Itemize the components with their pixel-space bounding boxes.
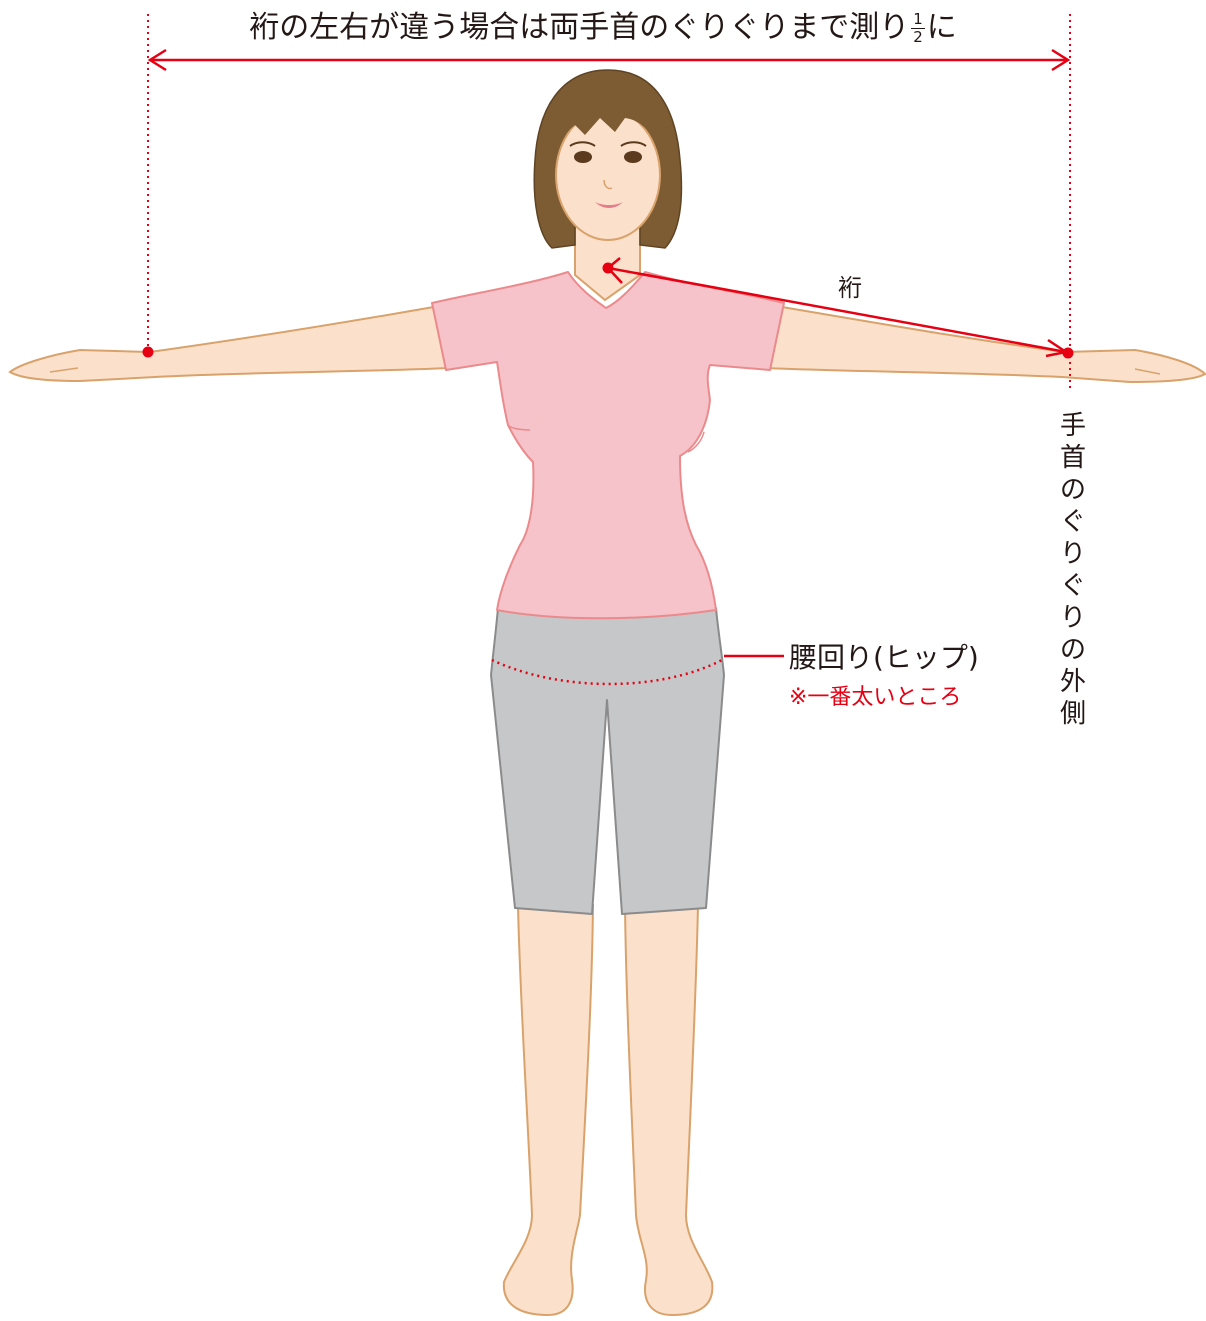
wrist-label-char: 首 — [1059, 443, 1086, 473]
title-text: 裄の左右が違う場合は両手首のぐりぐりまで測り — [249, 10, 910, 45]
head — [533, 69, 683, 249]
shorts — [490, 607, 725, 915]
hip-measure-line — [491, 658, 723, 686]
left-wrist-point — [142, 346, 154, 358]
hip-label: 腰回り(ヒップ) — [789, 641, 979, 674]
left-arm — [8, 303, 452, 383]
fraction-denominator: 2 — [913, 28, 923, 46]
right-wrist-point — [1062, 347, 1074, 359]
hip-note: ※一番太いところ — [789, 685, 962, 710]
wrist-label-char: ぐ — [1059, 571, 1086, 601]
wrist-label-char: の — [1059, 635, 1086, 665]
shirt — [431, 271, 785, 620]
wrist-outside-label: 手首のぐりぐりの外側 — [1056, 410, 1090, 730]
wrist-label-char: 外 — [1059, 667, 1086, 697]
width-dimension-arrow — [147, 48, 1071, 72]
fraction-numerator: 1 — [911, 10, 925, 29]
wrist-label-char: 手 — [1059, 411, 1086, 441]
yuki-label: 裄 — [838, 274, 862, 302]
wrist-label-char: り — [1059, 603, 1086, 633]
right-arm — [763, 303, 1206, 384]
wrist-label-char: の — [1059, 475, 1086, 505]
measurement-marks — [142, 14, 1074, 686]
legs — [502, 904, 714, 1317]
neck-point — [602, 262, 614, 274]
wrist-label-char: り — [1059, 539, 1086, 569]
wrist-label-char: 側 — [1059, 699, 1086, 729]
wrist-label-char: ぐ — [1059, 507, 1086, 537]
title-suffix: に — [926, 10, 957, 45]
